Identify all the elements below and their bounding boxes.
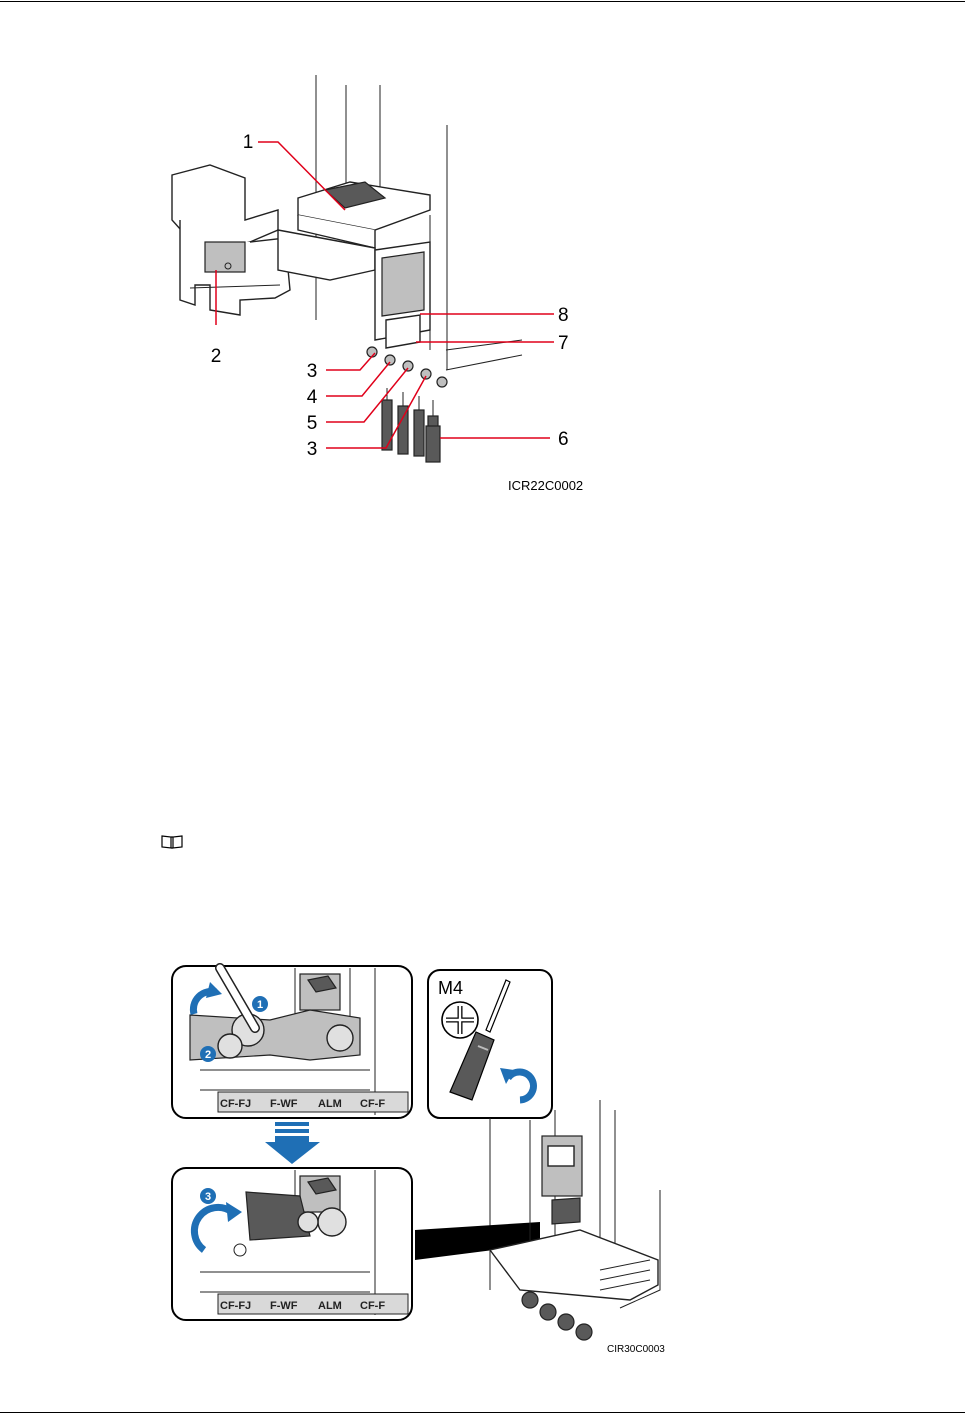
- port-label-alm: ALM: [318, 1098, 342, 1110]
- book-icon: [160, 834, 184, 850]
- callout-3b: 3: [307, 439, 318, 460]
- figure-2-install-steps: 1 2 CF-FJ F-WF ALM CF-F 3 CF-FJ F-WF ALM: [160, 960, 680, 1360]
- terminal-row: [367, 347, 447, 387]
- port-label-cf-fj: CF-FJ: [220, 1098, 251, 1110]
- callout-2: 2: [211, 346, 222, 367]
- down-arrow-icon: [265, 1122, 320, 1164]
- callout-4: 4: [307, 387, 318, 408]
- step-2-badge: 2: [205, 1049, 211, 1061]
- callout-5: 5: [307, 413, 318, 434]
- screw-spec-label: M4: [438, 978, 463, 998]
- port-label-f-wf: F-WF: [270, 1098, 298, 1110]
- figure-2-code: CIR30C0003: [607, 1344, 665, 1355]
- device-overview: [490, 1100, 660, 1340]
- step-1-badge: 1: [257, 999, 263, 1011]
- port-label-f-wf-2: F-WF: [270, 1300, 298, 1312]
- detail-panel-top: 1 2 CF-FJ F-WF ALM CF-F: [172, 966, 412, 1118]
- figure-1-wiring-box: 1 2 3 4 5 3 6 7 8 ICR22C0002: [150, 70, 610, 500]
- port-label-cf-f: CF-F: [360, 1098, 385, 1110]
- header-rule: [0, 1, 965, 2]
- figure-1-code: ICR22C0002: [508, 478, 583, 493]
- port-label-cf-f-2: CF-F: [360, 1300, 385, 1312]
- callout-7: 7: [558, 333, 569, 354]
- callout-1: 1: [243, 132, 254, 153]
- phillips-screw-icon: [442, 1002, 478, 1038]
- step-3-badge: 3: [205, 1191, 211, 1203]
- port-label-alm-2: ALM: [318, 1300, 342, 1312]
- cable-glands: [382, 388, 440, 462]
- port-label-cf-fj-2: CF-FJ: [220, 1300, 251, 1312]
- tool-panel: M4: [428, 970, 552, 1118]
- footer-rule: [0, 1412, 965, 1413]
- callout-8: 8: [558, 305, 569, 326]
- callout-3a: 3: [307, 361, 318, 382]
- detail-panel-bottom: 3 CF-FJ F-WF ALM CF-F: [172, 1168, 412, 1320]
- callout-6: 6: [558, 429, 569, 450]
